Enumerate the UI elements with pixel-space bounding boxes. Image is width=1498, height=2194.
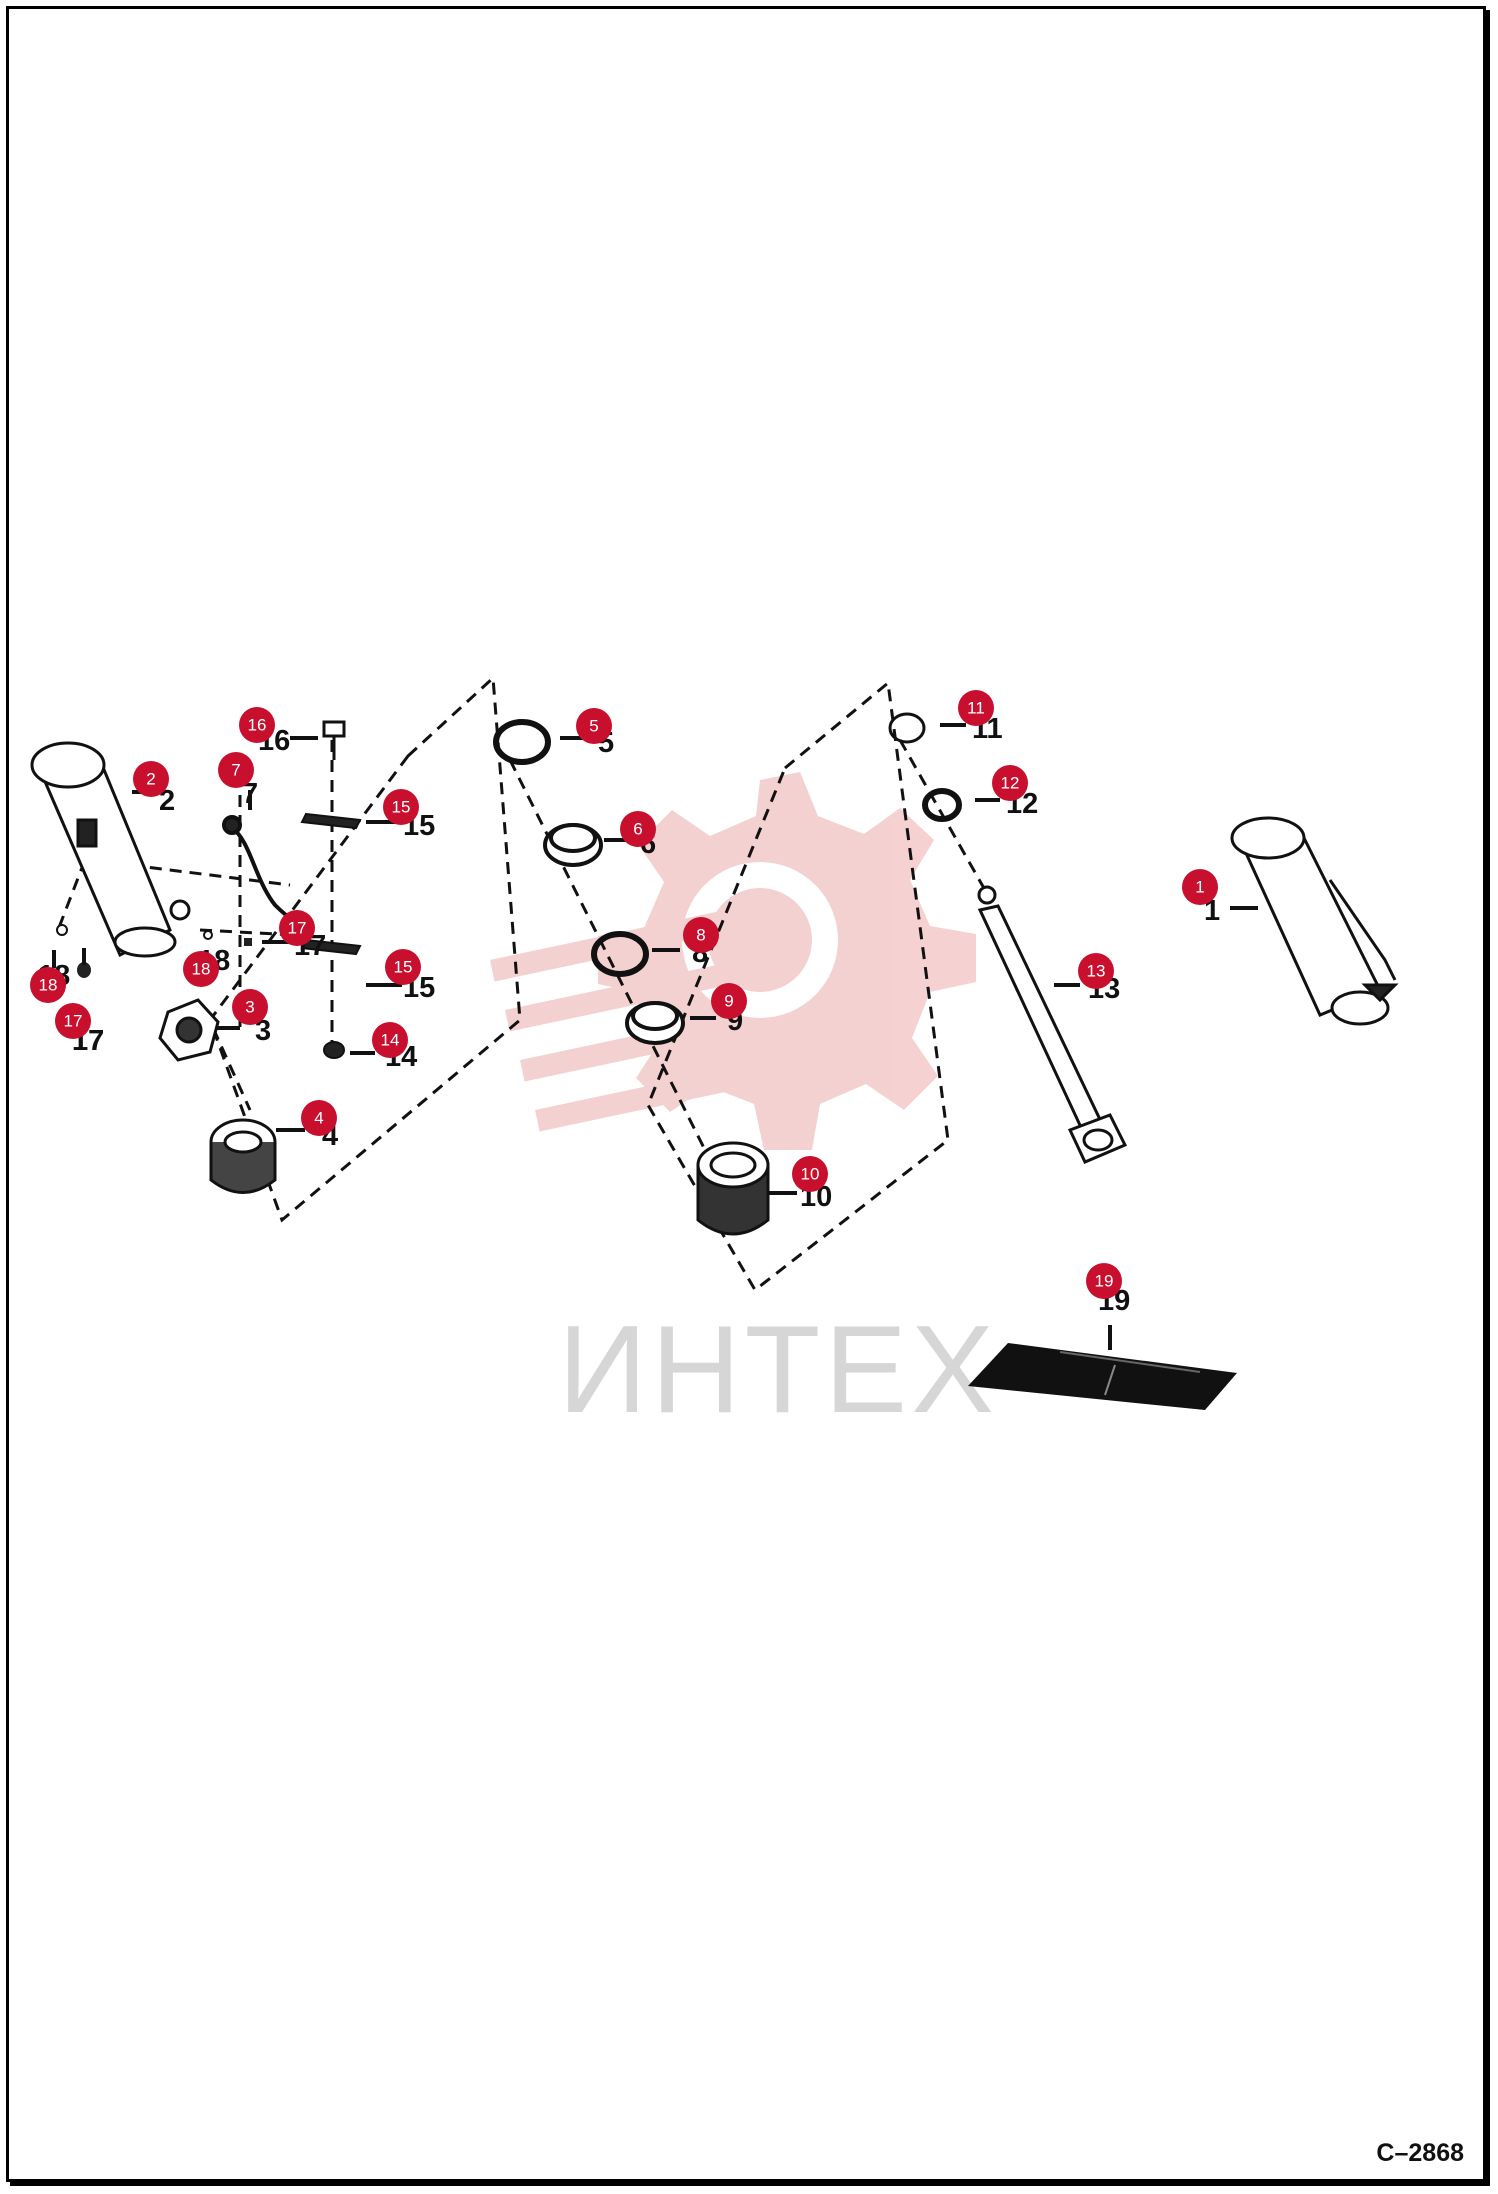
part-nut — [158, 998, 220, 1062]
callout-marker[interactable]: 4 — [301, 1100, 337, 1136]
part-fitting-17b — [244, 938, 252, 946]
svg-text:12: 12 — [1001, 774, 1020, 793]
svg-text:19: 19 — [1095, 1272, 1114, 1291]
callout-marker[interactable]: 14 — [372, 1022, 408, 1058]
callout-marker[interactable]: 8 — [683, 917, 719, 953]
dashed-outlines — [56, 674, 987, 1293]
part-ring-12 — [922, 788, 962, 822]
svg-text:4: 4 — [314, 1109, 323, 1128]
svg-text:3: 3 — [245, 998, 254, 1017]
part-number: 3 — [255, 1015, 271, 1047]
svg-text:18: 18 — [192, 960, 211, 979]
svg-text:14: 14 — [381, 1031, 400, 1050]
callout-marker[interactable]: 17 — [279, 910, 315, 946]
callout-marker[interactable]: 5 — [576, 708, 612, 744]
callout-marker[interactable]: 13 — [1078, 953, 1114, 989]
svg-text:7: 7 — [231, 761, 240, 780]
svg-text:5: 5 — [589, 717, 598, 736]
svg-text:13: 13 — [1087, 962, 1106, 981]
svg-text:10: 10 — [801, 1165, 820, 1184]
svg-text:17: 17 — [64, 1012, 83, 1031]
part-seal-5 — [493, 719, 551, 765]
callout-marker[interactable]: 7 — [218, 752, 254, 788]
callout-marker[interactable]: 18 — [30, 967, 66, 1003]
watermark-text: ИНТЕХ — [558, 1301, 998, 1439]
callout-marker[interactable]: 16 — [239, 707, 275, 743]
watermark: ИНТЕХ — [490, 772, 998, 1439]
part-bolt — [322, 720, 346, 760]
part-cylinder-assembly — [1230, 816, 1399, 1026]
part-gland — [696, 1141, 770, 1236]
svg-text:8: 8 — [696, 926, 705, 945]
page-frame — [6, 6, 1486, 2182]
part-piston — [209, 1118, 277, 1194]
callout-marker[interactable]: 6 — [620, 811, 656, 847]
part-fitting-18 — [56, 924, 68, 936]
callout-marker[interactable]: 9 — [711, 983, 747, 1019]
callout-marker[interactable]: 1 — [1182, 869, 1218, 905]
svg-text:1: 1 — [1195, 878, 1204, 897]
figure-code: C–2868 — [1376, 2139, 1464, 2167]
part-fitting-18b — [203, 930, 213, 940]
svg-text:15: 15 — [392, 798, 411, 817]
part-seal-6 — [543, 823, 603, 867]
part-rod — [977, 885, 1128, 1164]
part-seal-8 — [591, 931, 649, 977]
svg-text:2: 2 — [146, 770, 155, 789]
callout-marker[interactable]: 11 — [958, 690, 994, 726]
callout-marker[interactable]: 15 — [383, 789, 419, 825]
part-number: 2 — [159, 785, 175, 817]
callout-marker[interactable]: 17 — [55, 1003, 91, 1039]
svg-text:6: 6 — [633, 820, 642, 839]
callout-marker[interactable]: 12 — [992, 765, 1028, 801]
callout-marker[interactable]: 19 — [1086, 1263, 1122, 1299]
callout-marker[interactable]: 2 — [133, 761, 169, 797]
callout-marker[interactable]: 18 — [183, 951, 219, 987]
callout-marker[interactable]: 10 — [792, 1156, 828, 1192]
gear-logo-icon — [490, 772, 976, 1150]
svg-text:16: 16 — [248, 716, 267, 735]
svg-text:15: 15 — [394, 958, 413, 977]
part-decal — [968, 1343, 1237, 1410]
part-cylinder-body — [30, 741, 191, 958]
callout-marker[interactable]: 3 — [232, 989, 268, 1025]
part-fitting-17 — [77, 962, 91, 978]
part-number: 7 — [242, 778, 258, 810]
callout-markers: 1 2 3 4 5 6 7 8 9 10 11 — [30, 690, 1218, 1299]
svg-text:9: 9 — [724, 992, 733, 1011]
part-seal-9 — [625, 1001, 685, 1045]
part-ring-11 — [888, 712, 926, 744]
part-nut-small — [323, 1041, 345, 1059]
callout-marker[interactable]: 15 — [385, 949, 421, 985]
svg-text:18: 18 — [39, 976, 58, 995]
part-clamp-upper — [300, 812, 362, 830]
part-clamp-lower — [300, 938, 362, 956]
svg-text:17: 17 — [288, 919, 307, 938]
svg-text:11: 11 — [967, 699, 985, 718]
